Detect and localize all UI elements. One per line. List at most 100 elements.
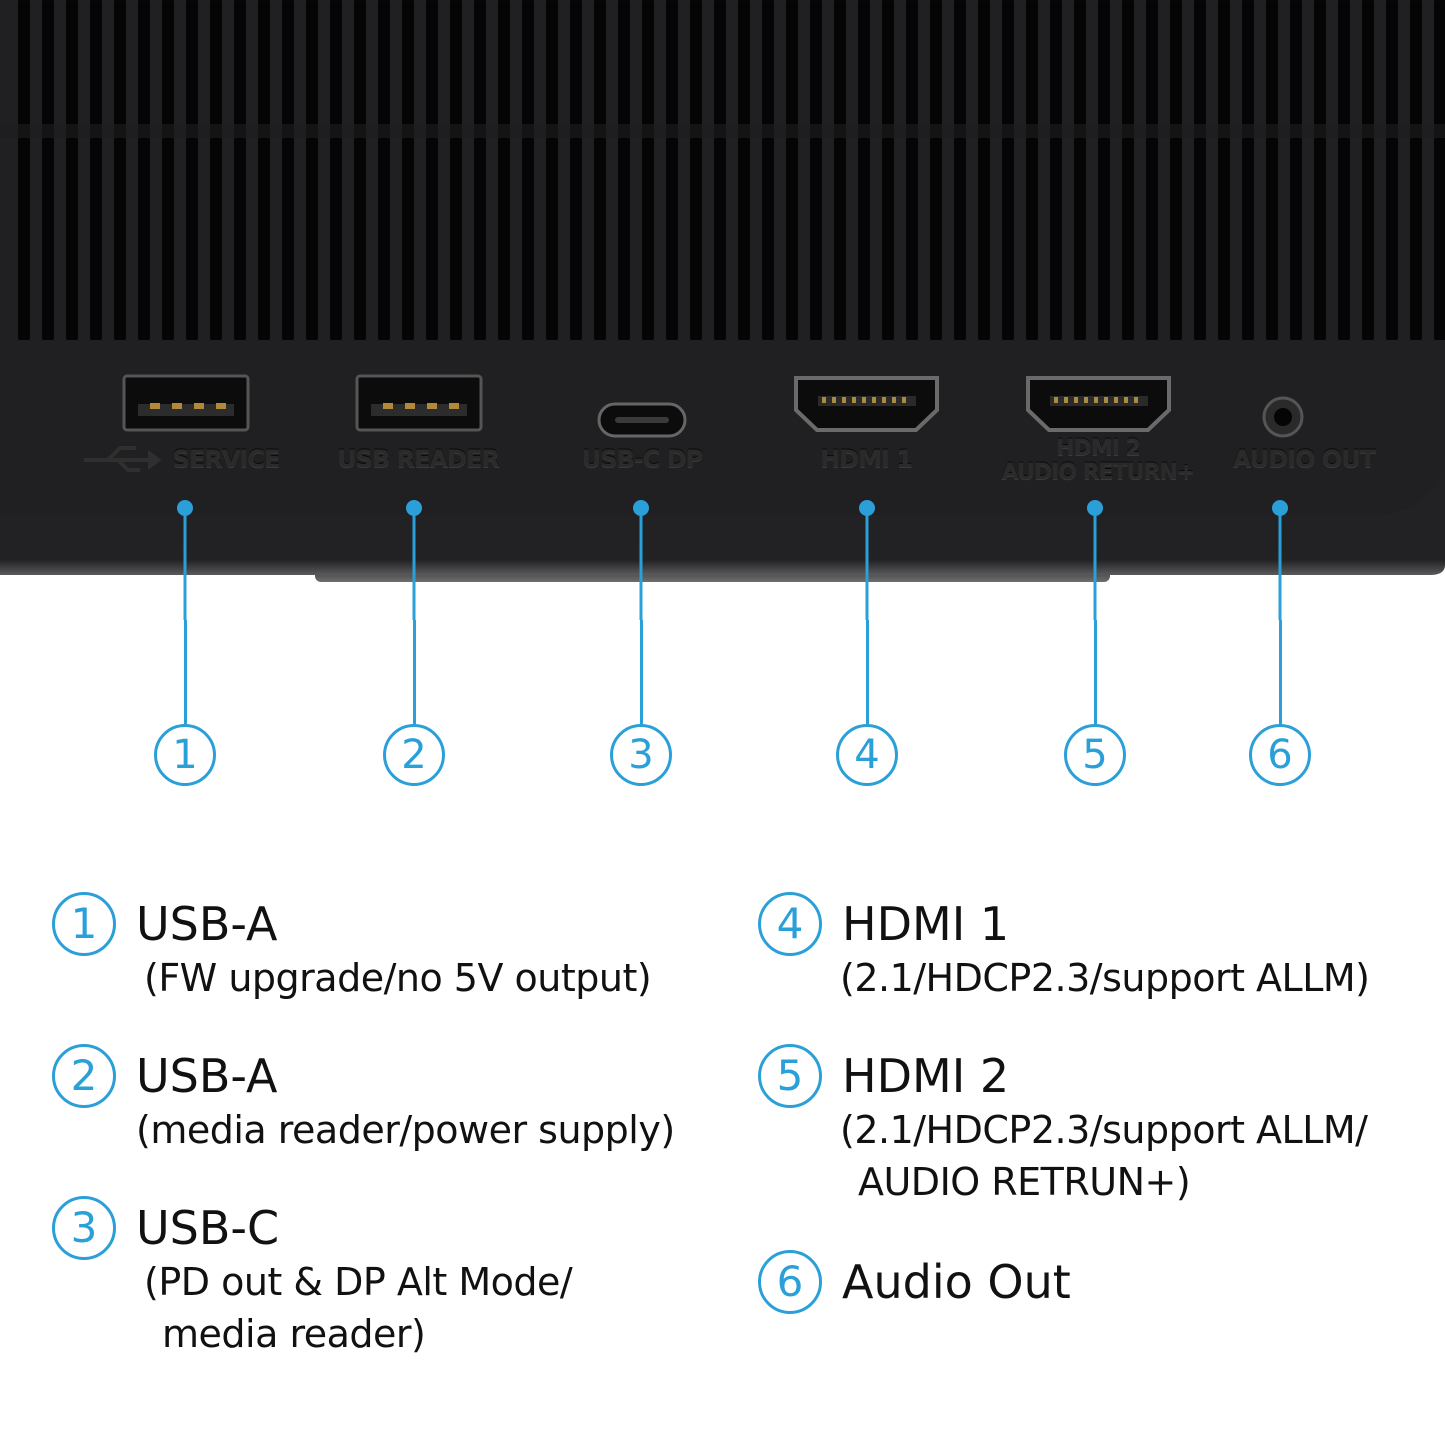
legend-description-line2: media reader): [162, 1312, 426, 1356]
vent-slot: [714, 0, 726, 340]
vent-slot: [618, 0, 630, 340]
vent-slot: [1074, 0, 1086, 340]
vent-slot: [282, 0, 294, 340]
legend-description-line2: AUDIO RETRUN+): [858, 1160, 1191, 1204]
legend-title: HDMI 1: [842, 897, 1010, 951]
usb-a-service-port: [122, 374, 250, 432]
port-label-service: SERVICE: [172, 445, 281, 473]
callout-6: 6: [1249, 724, 1311, 786]
vent-slot: [810, 0, 822, 340]
vent-slot: [450, 0, 462, 340]
callout-line-lower-6: [1278, 620, 1282, 724]
vent-slot: [1122, 0, 1134, 340]
vent-slot: [1242, 0, 1254, 340]
vent-slot: [186, 0, 198, 340]
vent-slot: [642, 0, 654, 340]
vent-slot: [1026, 0, 1038, 340]
callout-line-lower-5: [1093, 620, 1097, 724]
vent-slot: [690, 0, 702, 340]
callout-line-lower-1: [183, 620, 187, 724]
vent-slot: [1386, 0, 1398, 340]
vent-slot: [834, 0, 846, 340]
vent-slot: [1410, 0, 1422, 340]
vent-seam: [0, 124, 1445, 138]
hdmi-2-port: [1026, 376, 1171, 432]
legend-description: (FW upgrade/no 5V output): [144, 956, 652, 1000]
callout-line-lower-4: [865, 620, 869, 724]
vent-slot: [1098, 0, 1110, 340]
legend-description: (2.1/HDCP2.3/support ALLM/: [840, 1108, 1368, 1152]
port-label-usbc-dp: USB-C DP: [581, 445, 704, 473]
callout-2: 2: [383, 724, 445, 786]
vent-slot: [330, 0, 342, 340]
vent-slot: [474, 0, 486, 340]
vent-slot: [1290, 0, 1302, 340]
port-label-usb-reader: USB READER: [337, 445, 500, 473]
legend-title: USB-A: [136, 1049, 278, 1103]
legend-number: 2: [52, 1044, 116, 1108]
vent-slot: [1146, 0, 1158, 340]
callout-5: 5: [1064, 724, 1126, 786]
legend-description: (media reader/power supply): [136, 1108, 675, 1152]
vent-slot: [498, 0, 510, 340]
vent-slot: [426, 0, 438, 340]
legend-description: (2.1/HDCP2.3/support ALLM): [840, 956, 1370, 1000]
vent-slot: [354, 0, 366, 340]
port-label-hdmi2: HDMI 2: [1056, 436, 1141, 461]
vent-slot: [978, 0, 990, 340]
callout-line-lower-2: [412, 620, 416, 724]
callout-1: 1: [154, 724, 216, 786]
callout-line-lower-3: [639, 620, 643, 724]
vent-slot: [234, 0, 246, 340]
port-label-hdmi1: HDMI 1: [820, 445, 913, 473]
legend-title: HDMI 2: [842, 1049, 1010, 1103]
vent-slot: [1314, 0, 1326, 340]
vent-slot: [546, 0, 558, 340]
vent-slot: [1218, 0, 1230, 340]
callout-dot-3: [633, 500, 649, 516]
vent-slot: [1338, 0, 1350, 340]
vent-slot: [306, 0, 318, 340]
vent-slot: [906, 0, 918, 340]
legend-title: USB-C: [136, 1201, 280, 1255]
legend-number: 6: [758, 1250, 822, 1314]
usb-trident-icon: [84, 446, 162, 472]
vent-slot: [1194, 0, 1206, 340]
callout-dot-1: [177, 500, 193, 516]
vent-slot: [858, 0, 870, 340]
vent-slot: [114, 0, 126, 340]
vent-slot: [1170, 0, 1182, 340]
callout-dot-2: [406, 500, 422, 516]
hdmi-1-port: [794, 376, 939, 432]
vent-slot: [570, 0, 582, 340]
vent-slot: [162, 0, 174, 340]
vent-slot: [738, 0, 750, 340]
callout-4: 4: [836, 724, 898, 786]
legend-number: 5: [758, 1044, 822, 1108]
vent-slot: [210, 0, 222, 340]
vent-slot: [1002, 0, 1014, 340]
port-label-audio-out: AUDIO OUT: [1232, 445, 1376, 473]
vent-slot: [786, 0, 798, 340]
vent-slot: [378, 0, 390, 340]
vent-slot: [594, 0, 606, 340]
vent-grille: [0, 0, 1445, 340]
vent-slot: [258, 0, 270, 340]
vent-slot: [954, 0, 966, 340]
device-rear-panel: [0, 0, 1445, 620]
legend-number: 1: [52, 892, 116, 956]
usb-c-port: [597, 402, 687, 438]
vent-slot: [18, 0, 30, 340]
callout-3: 3: [610, 724, 672, 786]
legend-number: 3: [52, 1196, 116, 1260]
vent-slot: [1434, 0, 1445, 340]
vent-slot: [930, 0, 942, 340]
legend-title: Audio Out: [842, 1255, 1071, 1309]
vent-slot: [762, 0, 774, 340]
vent-slot: [66, 0, 78, 340]
vent-slot: [1050, 0, 1062, 340]
audio-jack-port: [1262, 396, 1304, 438]
vent-slot: [402, 0, 414, 340]
legend-number: 4: [758, 892, 822, 956]
